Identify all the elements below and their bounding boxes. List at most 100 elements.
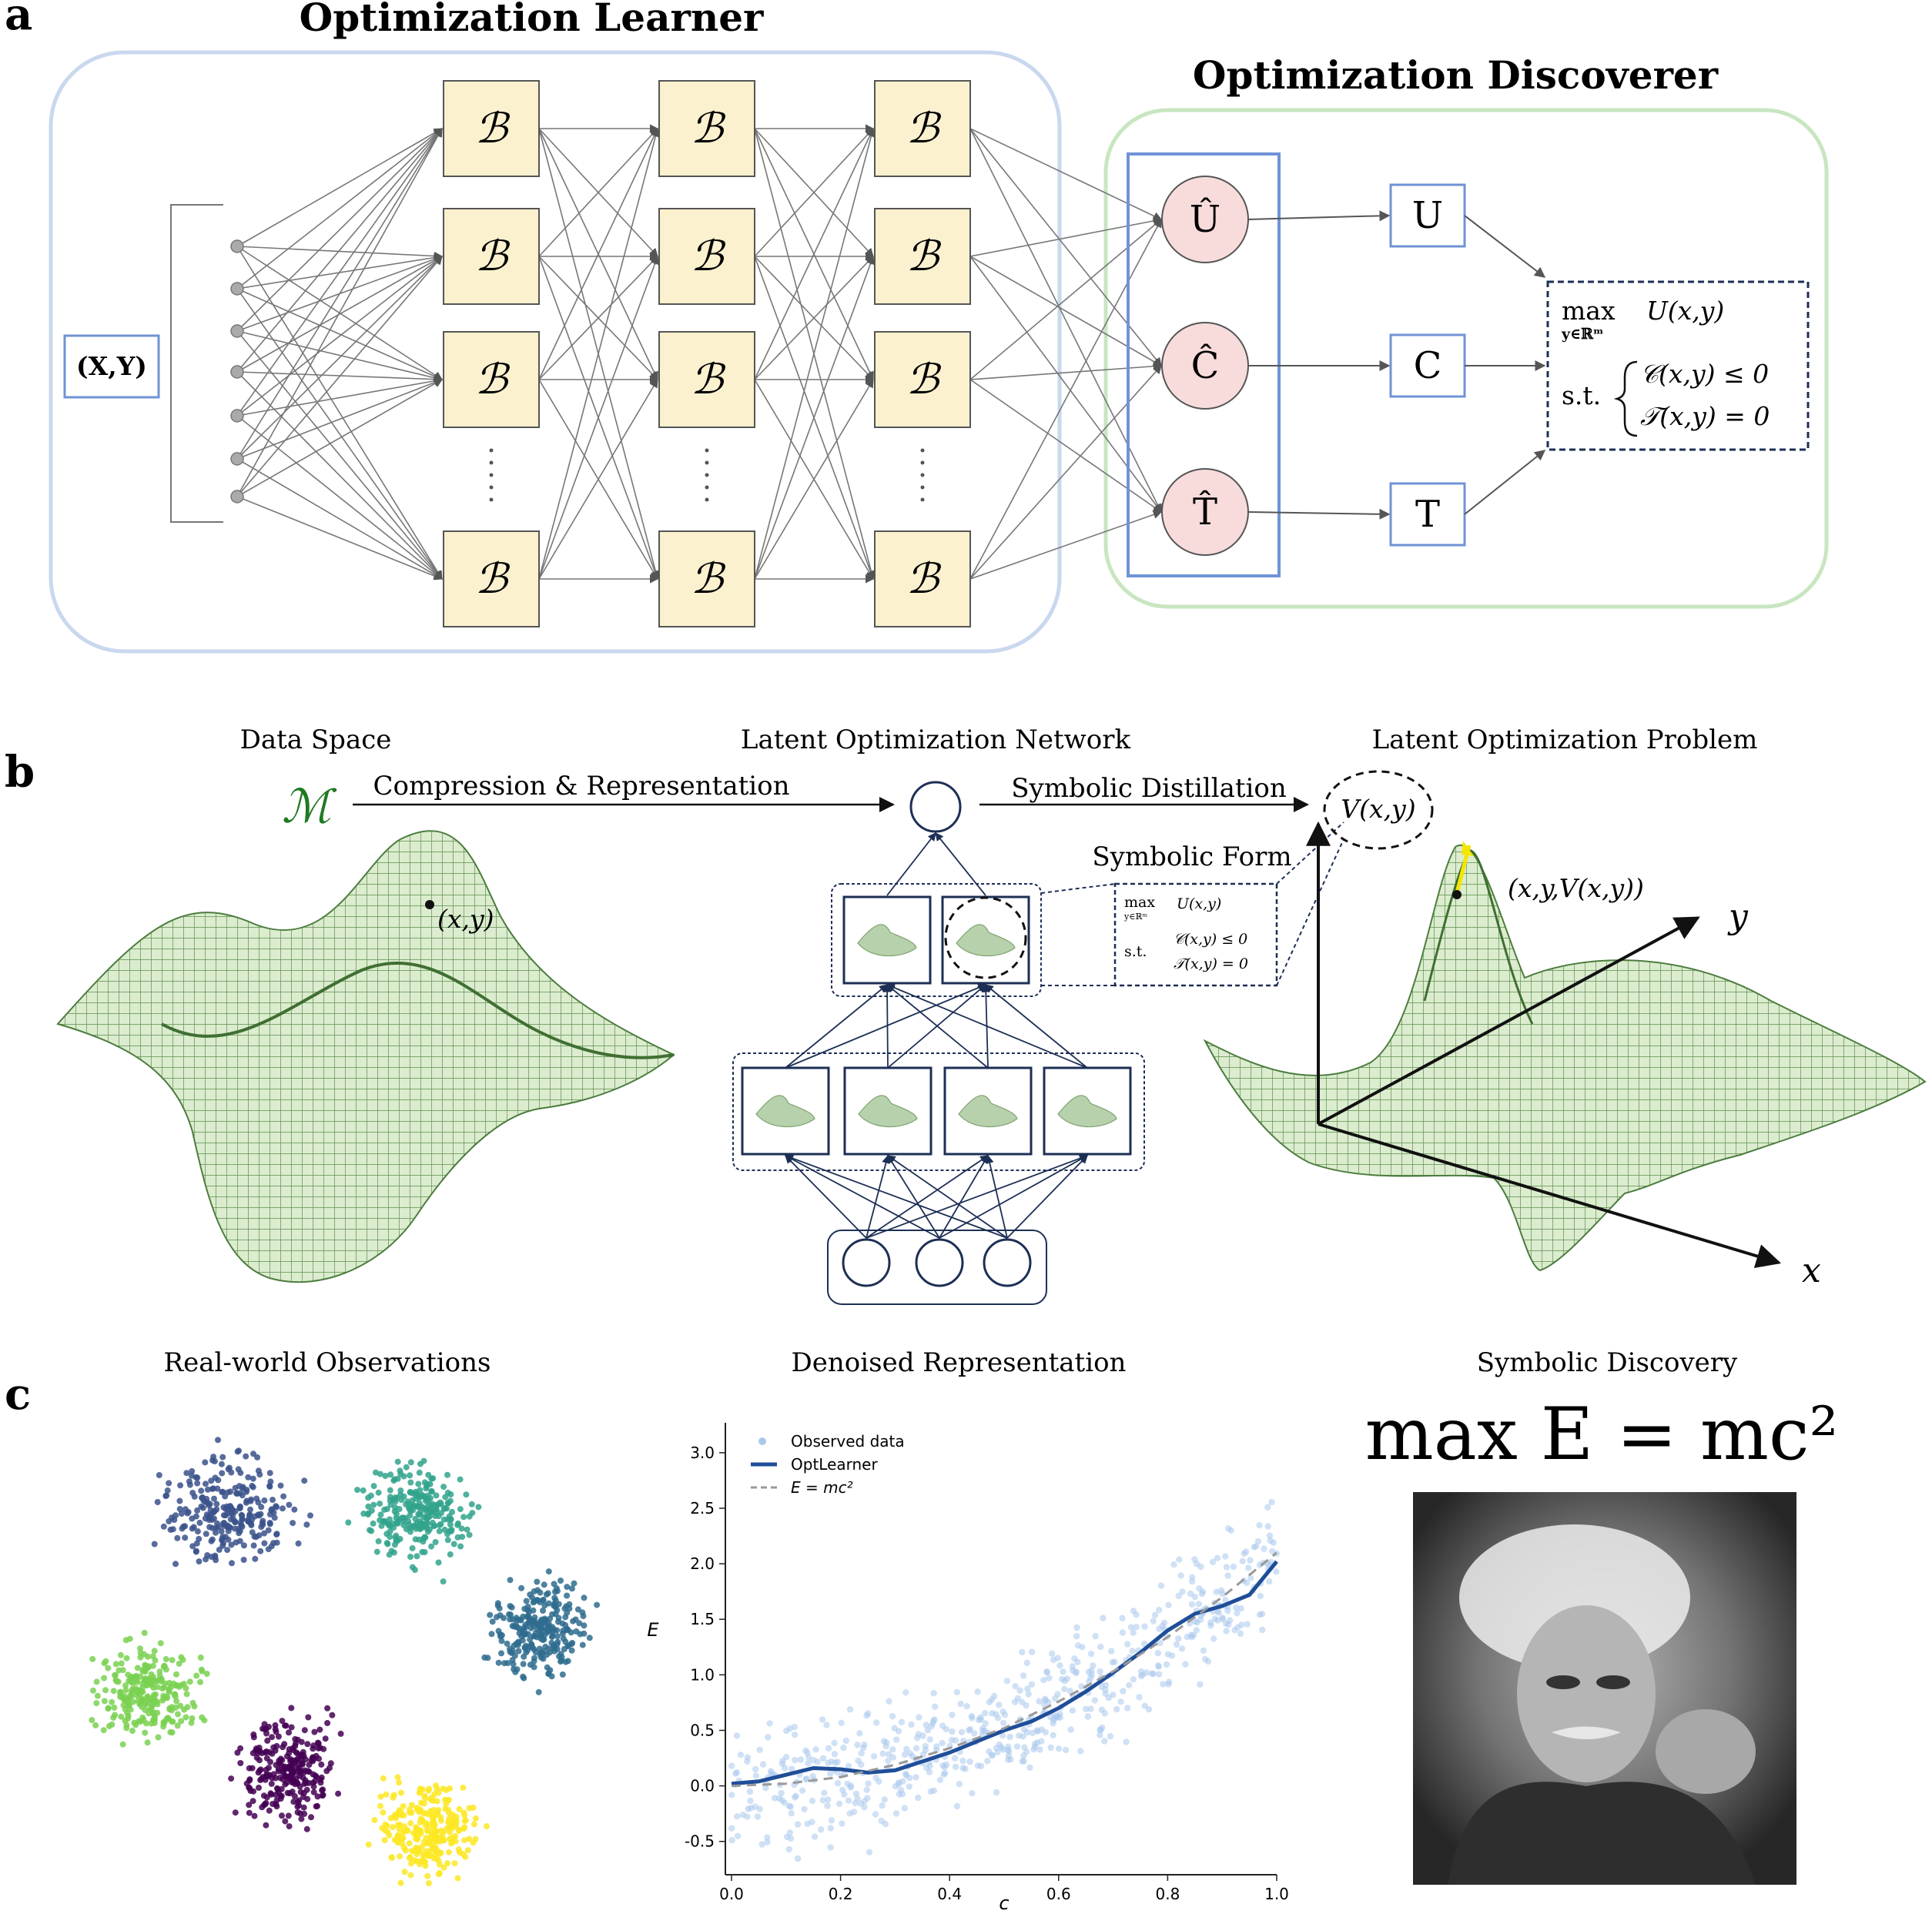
cluster-point xyxy=(256,1757,263,1764)
cluster-point xyxy=(155,1734,162,1741)
cluster-point xyxy=(234,1448,241,1455)
cluster-point xyxy=(551,1648,558,1655)
cluster-point xyxy=(194,1480,201,1487)
cluster-point xyxy=(523,1598,530,1604)
data-point-label: (x,y) xyxy=(437,904,494,934)
cluster-point xyxy=(197,1655,204,1661)
data-point xyxy=(425,900,434,909)
cluster-point xyxy=(311,1728,318,1735)
scatter-point xyxy=(866,1849,873,1855)
cluster-point xyxy=(266,1521,273,1528)
cluster-point xyxy=(464,1526,470,1533)
edge xyxy=(969,128,1162,366)
out-node-label: U xyxy=(1412,194,1443,237)
scatter-point xyxy=(1078,1683,1085,1690)
cluster-point xyxy=(440,1578,447,1585)
scatter-point xyxy=(1102,1681,1110,1688)
cluster-point xyxy=(149,1674,156,1680)
data-surface-ridge xyxy=(161,961,675,1059)
edge xyxy=(236,128,443,460)
scatter-point xyxy=(930,1690,937,1697)
scatter-point xyxy=(734,1832,742,1839)
cluster-point xyxy=(430,1812,437,1819)
scatter-point xyxy=(1223,1628,1230,1635)
x-tick-label: 1.0 xyxy=(1264,1885,1289,1903)
block-symbol: ℬ xyxy=(691,554,726,603)
scatter-point xyxy=(1210,1635,1217,1642)
cluster-point xyxy=(193,1513,199,1520)
scatter-point xyxy=(901,1805,908,1812)
cluster-point xyxy=(229,1560,235,1567)
cluster-point xyxy=(250,1451,256,1457)
panel-a-label: a xyxy=(5,0,32,40)
cluster-point xyxy=(199,1504,206,1511)
scatter-point xyxy=(1090,1662,1097,1669)
cluster-point xyxy=(162,1680,169,1687)
scatter-point xyxy=(1025,1691,1032,1698)
scatter-point xyxy=(1077,1748,1084,1755)
block-b xyxy=(443,80,540,177)
block-b xyxy=(658,331,755,428)
cluster-point xyxy=(545,1568,552,1575)
scatter-point xyxy=(939,1739,946,1747)
cluster-point xyxy=(253,1534,259,1541)
cluster-point xyxy=(496,1605,503,1612)
cluster-point xyxy=(154,1499,161,1505)
mini-surface xyxy=(857,924,917,957)
cluster-point xyxy=(457,1506,464,1513)
cluster-point xyxy=(484,1655,491,1661)
cluster-point xyxy=(507,1603,514,1609)
scatter-point xyxy=(791,1723,799,1731)
edge xyxy=(538,127,660,580)
cluster-point xyxy=(509,1648,516,1655)
cluster-point xyxy=(193,1474,199,1481)
cluster-point xyxy=(457,1849,463,1856)
cluster-point xyxy=(392,1504,398,1511)
cluster-point xyxy=(256,1768,263,1774)
edge xyxy=(969,216,1163,257)
x-axis-label: c xyxy=(999,1892,1009,1914)
edge xyxy=(236,415,443,580)
scatter-point xyxy=(865,1780,872,1787)
scatter-point xyxy=(942,1769,949,1777)
scatter-point xyxy=(1224,1608,1231,1615)
cluster-point xyxy=(518,1584,525,1591)
cluster-point xyxy=(301,1727,308,1734)
cluster-point xyxy=(394,1475,401,1482)
cluster-point xyxy=(392,1494,398,1501)
scatter-point xyxy=(1130,1629,1137,1636)
edge xyxy=(236,330,444,383)
cluster-point xyxy=(219,1470,226,1477)
cluster-point xyxy=(383,1540,390,1547)
cluster-point xyxy=(527,1616,534,1623)
cluster-point xyxy=(263,1766,270,1773)
scatter-point xyxy=(1016,1687,1023,1694)
cluster-point xyxy=(144,1739,151,1746)
cluster-point xyxy=(94,1692,101,1699)
scatter-point xyxy=(1163,1661,1170,1668)
cluster-point xyxy=(173,1681,180,1688)
net-edge xyxy=(985,1154,1008,1239)
cluster-point xyxy=(239,1516,246,1523)
cluster-point xyxy=(235,1466,242,1473)
scatter-point xyxy=(733,1768,741,1776)
cluster-point xyxy=(411,1567,418,1573)
cluster-point xyxy=(430,1523,437,1530)
cluster-point xyxy=(404,1498,411,1505)
scatter-point xyxy=(831,1739,838,1747)
cluster-point xyxy=(446,1815,453,1822)
cluster-point xyxy=(549,1632,556,1639)
block-symbol: ℬ xyxy=(906,232,942,280)
cluster-point xyxy=(417,1461,424,1467)
cluster-point xyxy=(280,1744,286,1751)
cluster-point xyxy=(368,1507,375,1514)
cluster-point xyxy=(407,1472,414,1479)
cluster-point xyxy=(446,1825,452,1832)
optimum-label: (x,y,V(x,y)) xyxy=(1508,873,1644,903)
scatter-point xyxy=(1201,1655,1209,1663)
cluster-point xyxy=(433,1782,439,1789)
scatter-point xyxy=(733,1732,741,1739)
cluster-point xyxy=(460,1514,467,1521)
scatter-point xyxy=(1061,1685,1068,1692)
